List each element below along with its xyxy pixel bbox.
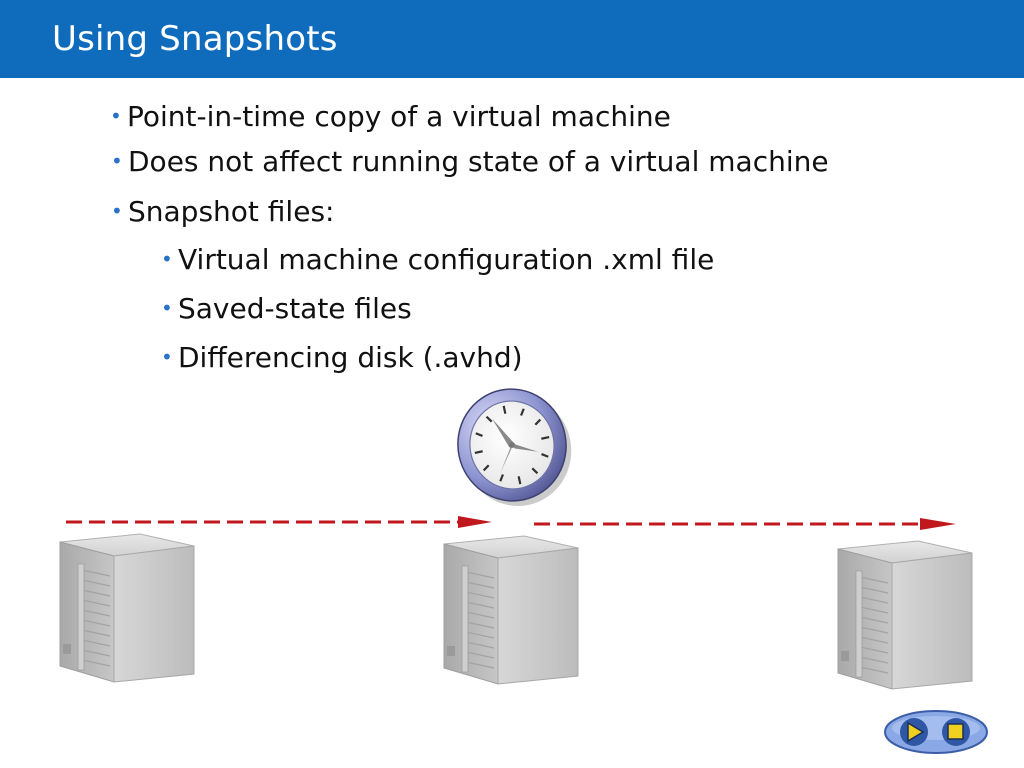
bullet-dot-icon: • [161,296,173,320]
sub-bullet-item: •Saved-state files [161,291,412,326]
bullet-dot-icon: • [111,199,123,223]
server-icon [443,535,579,685]
bullet-text: Snapshot files: [128,195,335,228]
bullet-dot-icon: • [161,345,173,369]
server-icon [837,540,973,690]
timeline-arrow-right [534,518,956,530]
playback-controls [884,710,988,754]
sub-bullet-text: Differencing disk (.avhd) [178,341,523,374]
bullet-list: •Point-in-time copy of a virtual machine… [110,99,829,375]
bullet-item: •Snapshot files: [111,194,334,229]
sub-bullet-item: •Differencing disk (.avhd) [161,340,523,375]
clock-icon [457,388,572,506]
slide-title: Using Snapshots [52,19,338,59]
bullet-dot-icon: • [110,104,122,128]
title-bar [0,0,1024,78]
sub-bullet-item: •Virtual machine configuration .xml file [161,242,714,277]
bullet-item: •Point-in-time copy of a virtual machine [110,99,671,134]
sub-bullet-text: Saved-state files [178,292,412,325]
sub-bullet-text: Virtual machine configuration .xml file [178,243,715,276]
stop-icon[interactable] [942,718,970,746]
bullet-dot-icon: • [111,149,123,173]
server-icon [59,533,195,683]
bullet-text: Point-in-time copy of a virtual machine [127,100,671,133]
bullet-dot-icon: • [161,247,173,271]
play-icon[interactable] [900,718,928,746]
bullet-text: Does not affect running state of a virtu… [128,145,829,178]
bullet-item: •Does not affect running state of a virt… [111,144,829,179]
timeline-arrow-left [66,516,492,528]
